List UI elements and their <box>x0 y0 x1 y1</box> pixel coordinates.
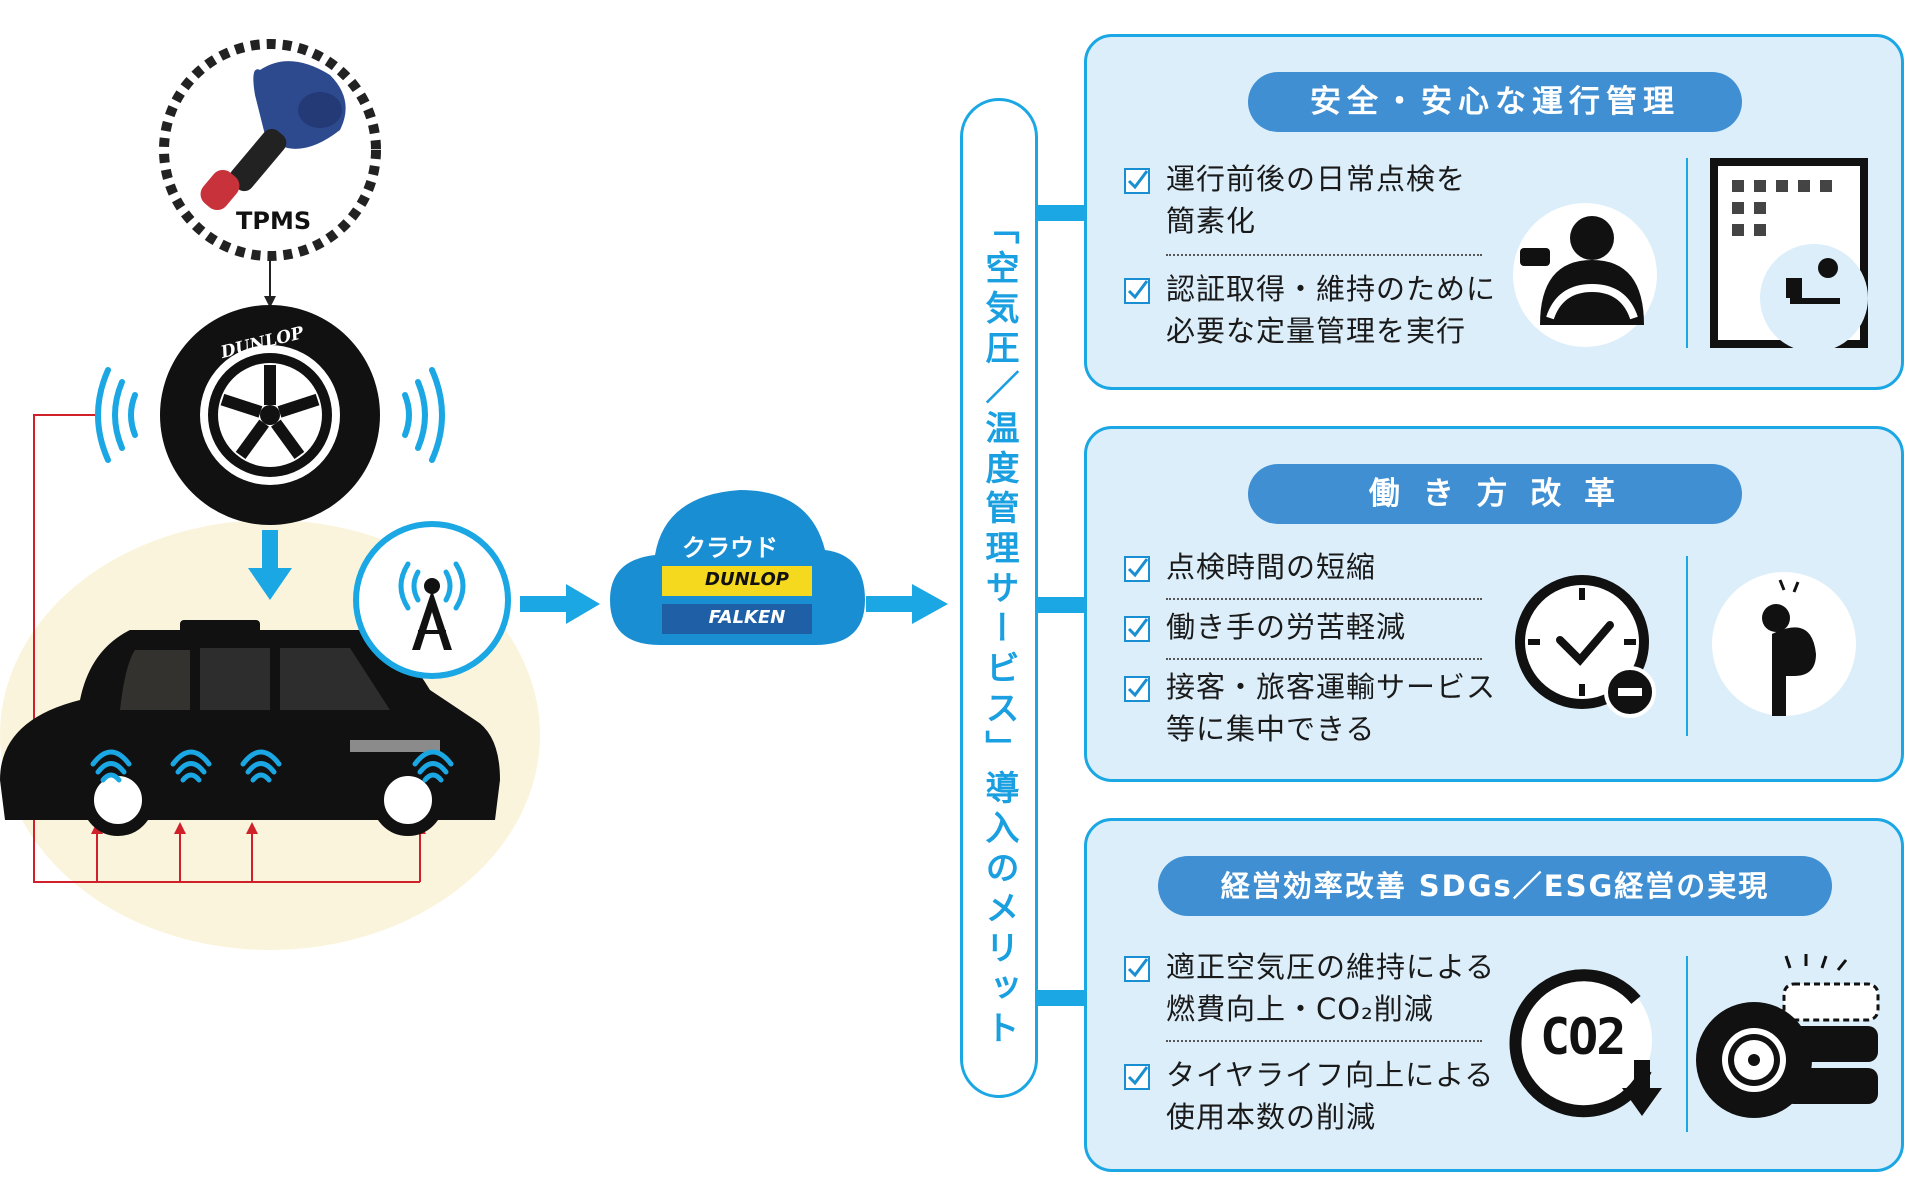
panel-workstyle-item-2: 働き手の労苦軽減 <box>1166 610 1407 644</box>
panel-management-item-1-line-1: 適正空気圧の維持による <box>1166 950 1496 984</box>
checkbox-icon <box>1124 168 1150 194</box>
tire-icon <box>160 305 380 525</box>
tire-stack-icon <box>1696 954 1880 1118</box>
checkbox-icon <box>1124 676 1150 702</box>
vertical-divider <box>1686 158 1688 348</box>
co2-reduction-icon <box>1509 969 1662 1118</box>
divider <box>1166 1040 1482 1042</box>
divider <box>1166 254 1482 256</box>
panel-workstyle-title: 働 き 方 改 革 <box>1248 464 1742 524</box>
vertical-divider <box>1686 956 1688 1132</box>
tpms-sensor-icon <box>159 39 381 261</box>
office-worker-icon <box>1710 158 1868 348</box>
vertical-title-box <box>960 98 1038 1098</box>
car-sensor-waves <box>90 749 454 783</box>
panel-connectors <box>1038 205 1084 1006</box>
red-signal-lines <box>33 414 421 883</box>
panel-safety-title: 安全・安心な運行管理 <box>1248 72 1742 132</box>
cloud-brand-dunlop: DUNLOP <box>705 569 789 590</box>
panel-management-title: 経営効率改善 SDGs／ESG経営の実現 <box>1158 856 1832 916</box>
driver-icon <box>1513 203 1657 347</box>
panel-safety-item-1-line-1: 運行前後の日常点検を <box>1166 162 1467 196</box>
tired-worker-icon <box>1712 572 1856 716</box>
cloud-label: クラウド <box>682 534 778 562</box>
checkbox-icon <box>1124 616 1150 642</box>
panel-workstyle-item-1: 点検時間の短縮 <box>1166 550 1377 584</box>
panel-management-item-2-line-2: 使用本数の削減 <box>1166 1100 1377 1134</box>
divider <box>1166 658 1482 660</box>
signal-waves-left <box>95 367 138 463</box>
checkbox-icon <box>1124 1064 1150 1090</box>
divider <box>1166 598 1482 600</box>
checkbox-icon <box>1124 956 1150 982</box>
panel-safety-item-1-line-2: 簡素化 <box>1166 204 1257 238</box>
vertical-title: 「空気圧／温度管理サービス」導入のメリット <box>979 210 1019 1050</box>
checkbox-icon <box>1124 556 1150 582</box>
vertical-divider <box>1686 556 1688 736</box>
antenna-icon <box>353 521 511 679</box>
panel-management-item-1-line-2: 燃費向上・CO₂削減 <box>1166 992 1434 1026</box>
cloud-brand-falken: FALKEN <box>708 607 786 628</box>
co2-label: CO2 <box>1540 1008 1626 1066</box>
panel-workstyle-item-3-line-1: 接客・旅客運輸サービス <box>1166 670 1497 704</box>
panel-safety-item-2-line-2: 必要な定量管理を実行 <box>1166 314 1467 348</box>
checkbox-icon <box>1124 278 1150 304</box>
panel-workstyle-item-3-line-2: 等に集中できる <box>1166 712 1376 746</box>
signal-waves-right <box>402 367 445 463</box>
clock-minus-icon <box>1515 575 1656 718</box>
panel-safety-item-2-line-1: 認証取得・維持のために <box>1166 272 1497 306</box>
tpms-label: TPMS <box>236 207 312 235</box>
cloud-icon <box>610 490 865 645</box>
panel-management-item-2-line-1: タイヤライフ向上による <box>1166 1058 1495 1092</box>
